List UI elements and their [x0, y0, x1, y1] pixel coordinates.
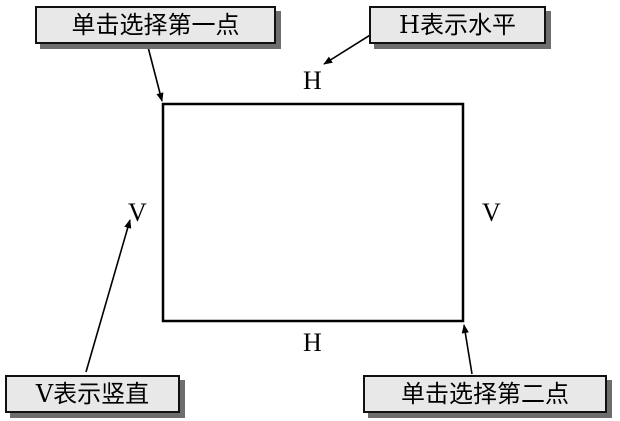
- vertical-arrow: [85, 219, 132, 373]
- left-edge-v-label: V: [128, 198, 147, 227]
- top-edge-h-label: H: [303, 66, 322, 95]
- first-point-arrow: [147, 46, 164, 102]
- second-point-arrow: [461, 324, 473, 375]
- right-edge-v-label: V: [482, 198, 501, 227]
- bottom-edge-h-label: H: [303, 328, 322, 357]
- callout-first-point: 单击选择第一点: [35, 6, 276, 44]
- callout-vertical: V表示竖直: [5, 375, 180, 413]
- callout-horizontal: H表示水平: [369, 6, 546, 44]
- callout-second-point: 单击选择第二点: [363, 375, 607, 413]
- selection-rectangle: [161, 102, 465, 323]
